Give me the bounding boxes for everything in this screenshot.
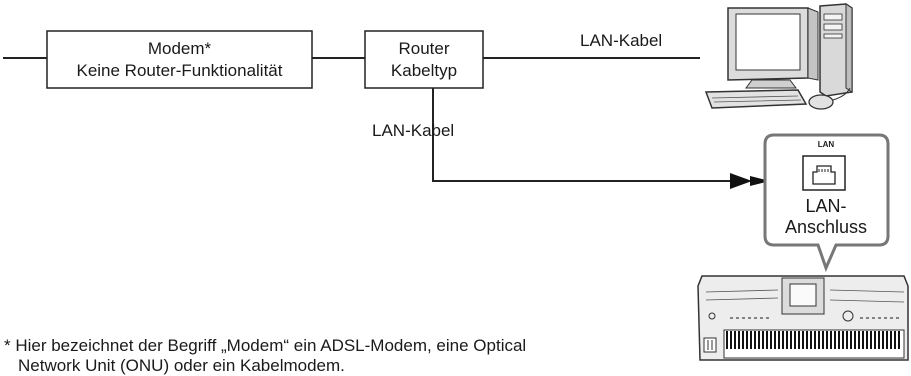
router-subtitle: Kabeltyp bbox=[390, 61, 458, 80]
modem-title: Modem* bbox=[147, 39, 212, 58]
lan-port-callout bbox=[763, 133, 890, 273]
footnote-line2: Network Unit (ONU) oder ein Kabelmodem. bbox=[18, 356, 345, 375]
instrument-key bbox=[866, 331, 868, 349]
instrument-key bbox=[834, 331, 836, 349]
lan-port-label: LAN- Anschluss bbox=[766, 196, 886, 238]
instrument-key bbox=[830, 331, 832, 349]
instrument-key bbox=[870, 331, 872, 349]
instrument-key bbox=[814, 331, 816, 349]
lan-small-label: LAN bbox=[817, 140, 835, 149]
instrument-key bbox=[742, 331, 744, 349]
instrument-key bbox=[822, 331, 824, 349]
router-box bbox=[364, 30, 484, 89]
footnote: * Hier bezeichnet der Begriff „Modem“ ei… bbox=[4, 336, 526, 376]
instrument-key bbox=[826, 331, 828, 349]
instrument-key bbox=[726, 331, 728, 349]
instrument-key bbox=[838, 331, 840, 349]
instrument-key bbox=[790, 331, 792, 349]
instrument-key bbox=[782, 331, 784, 349]
instrument-key bbox=[754, 331, 756, 349]
instrument-key bbox=[766, 331, 768, 349]
instrument-key bbox=[762, 331, 764, 349]
instrument-keys bbox=[726, 331, 900, 349]
modem-box bbox=[46, 30, 313, 89]
instrument-key bbox=[886, 331, 888, 349]
instrument-key bbox=[890, 331, 892, 349]
instrument-key bbox=[750, 331, 752, 349]
instrument-key bbox=[810, 331, 812, 349]
keyboard-instrument-icon bbox=[697, 275, 909, 361]
instrument-key bbox=[774, 331, 776, 349]
instrument-key bbox=[778, 331, 780, 349]
instrument-key bbox=[818, 331, 820, 349]
instrument-key bbox=[798, 331, 800, 349]
cable-left-label: LAN-Kabel bbox=[372, 121, 455, 140]
modem-subtitle: Keine Router-Funktionalität bbox=[76, 61, 283, 80]
instrument-key bbox=[786, 331, 788, 349]
instrument-key bbox=[854, 331, 856, 349]
instrument-key bbox=[842, 331, 844, 349]
ethernet-port-icon bbox=[802, 155, 846, 191]
router-instrument-line bbox=[432, 88, 730, 182]
instrument-key bbox=[878, 331, 880, 349]
instrument-key bbox=[894, 331, 896, 349]
instrument-key bbox=[846, 331, 848, 349]
instrument-key bbox=[758, 331, 760, 349]
modem-label: Modem* Keine Router-Funktionalität bbox=[47, 38, 312, 82]
lan-port-label-line1: LAN- bbox=[805, 196, 847, 216]
arrow-tip-icon bbox=[750, 176, 770, 186]
arrow-head-icon bbox=[730, 173, 752, 189]
instrument-key bbox=[770, 331, 772, 349]
instrument-key bbox=[730, 331, 732, 349]
router-title: Router bbox=[398, 39, 450, 58]
instrument-key bbox=[806, 331, 808, 349]
instrument-key bbox=[802, 331, 804, 349]
desktop-computer-icon bbox=[704, 3, 853, 110]
instrument-key bbox=[862, 331, 864, 349]
instrument-key bbox=[734, 331, 736, 349]
footnote-line1: * Hier bezeichnet der Begriff „Modem“ ei… bbox=[4, 336, 527, 355]
cable-top-label: LAN-Kabel bbox=[580, 31, 663, 50]
instrument-key bbox=[850, 331, 852, 349]
instrument-key bbox=[882, 331, 884, 349]
instrument-key bbox=[858, 331, 860, 349]
lan-port-label-line2: Anschluss bbox=[784, 217, 868, 237]
instrument-key bbox=[794, 331, 796, 349]
router-label: Router Kabeltyp bbox=[365, 38, 483, 82]
instrument-key bbox=[874, 331, 876, 349]
instrument-key bbox=[738, 331, 740, 349]
instrument-key bbox=[898, 331, 900, 349]
instrument-key bbox=[746, 331, 748, 349]
